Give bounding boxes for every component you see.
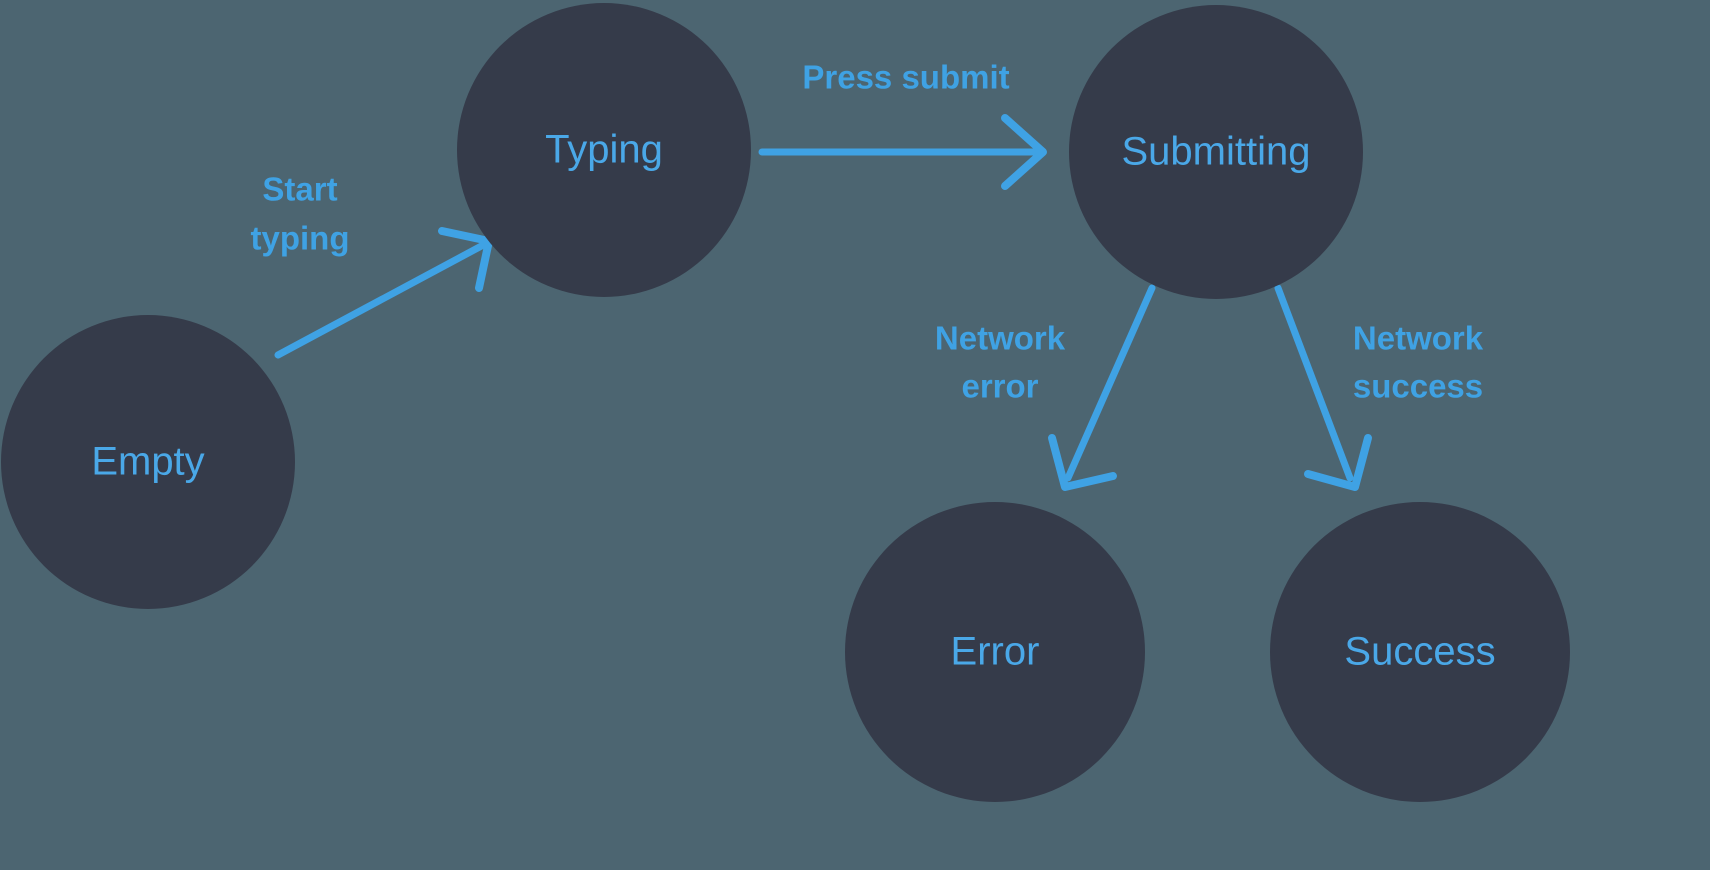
edge-label-start-typing-line1: Start [262,171,337,208]
edge-label-press-submit-line1: Press submit [802,59,1009,96]
node-error-circle [845,502,1145,802]
node-typing-label: Typing [545,128,663,172]
edge-label-start-typing: Start typing [251,171,350,257]
edge-network-error-arrowhead [1048,434,1117,491]
edge-network-success[interactable] [1274,284,1372,491]
node-empty-label: Empty [91,440,204,484]
edge-label-press-submit: Press submit [802,59,1009,96]
edge-label-network-success: Network success [1353,320,1484,405]
node-error[interactable]: Error [845,502,1145,802]
edge-label-network-success-line1: Network [1353,320,1484,357]
edge-network-error[interactable] [1048,284,1156,491]
edge-label-start-typing-line2: typing [251,220,350,257]
edge-press-submit[interactable] [758,114,1047,190]
edge-label-network-success-line2: success [1353,368,1483,405]
node-error-label: Error [951,630,1040,674]
node-submitting[interactable]: Submitting [1069,5,1363,299]
node-typing-circle [457,3,751,297]
node-empty-circle [1,315,295,609]
node-submitting-label: Submitting [1122,130,1311,174]
edge-press-submit-arrowhead [1001,114,1047,190]
node-success-circle [1270,502,1570,802]
node-success[interactable]: Success [1270,502,1570,802]
edge-network-success-arrowhead [1304,434,1372,491]
edge-network-success-line [1274,284,1354,482]
node-typing[interactable]: Typing [457,3,751,297]
edge-label-network-error: Network error [935,320,1066,405]
edge-start-typing-line [274,239,491,359]
edge-label-network-error-line1: Network [935,320,1066,357]
node-empty[interactable]: Empty [1,315,295,609]
node-submitting-circle [1069,5,1363,299]
edge-network-error-line [1064,284,1156,482]
node-success-label: Success [1344,630,1495,674]
edge-label-network-error-line2: error [961,368,1038,405]
